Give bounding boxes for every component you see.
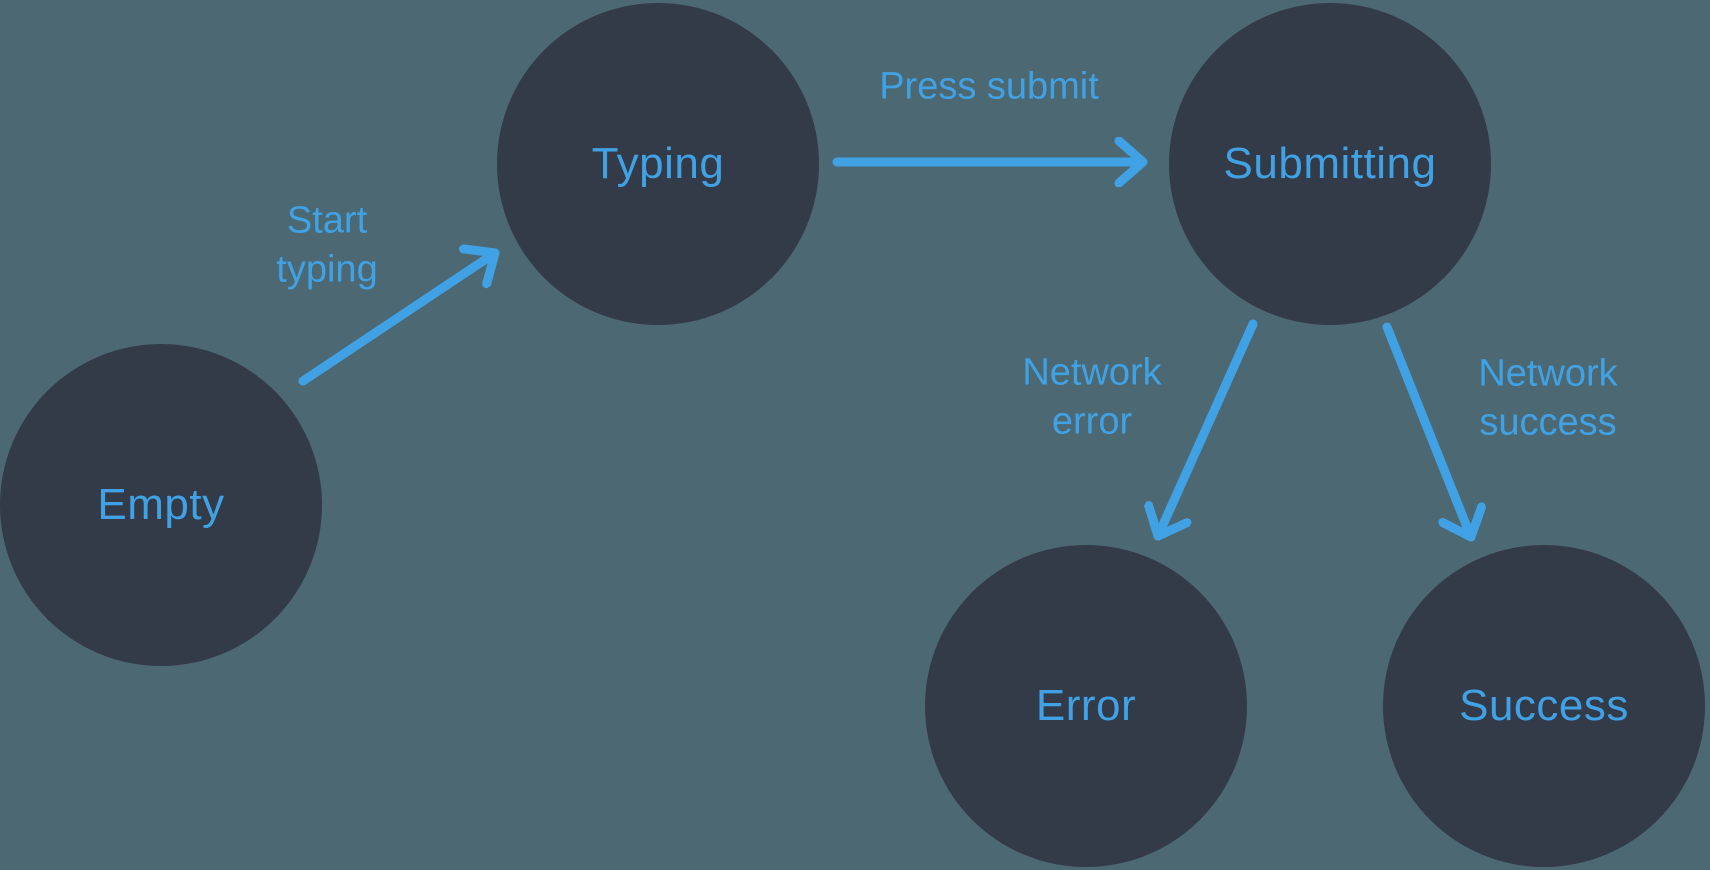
transition-label-press-submit: Press submit: [879, 62, 1099, 111]
state-node-success: Success: [1383, 545, 1705, 867]
state-node-empty: Empty: [0, 344, 322, 666]
state-node-submitting: Submitting: [1169, 3, 1491, 325]
transition-label-start-typing: Start typing: [276, 197, 377, 296]
state-label-typing: Typing: [591, 139, 725, 188]
transition-label-network-error: Network error: [1022, 349, 1161, 448]
transition-label-line: success: [1479, 402, 1617, 444]
transition-label-network-success: Network success: [1478, 350, 1617, 449]
state-node-error: Error: [925, 545, 1247, 867]
state-label-empty: Empty: [97, 480, 225, 529]
state-label-success: Success: [1459, 681, 1629, 730]
transition-label-line: Start: [286, 199, 368, 242]
arrow-network-error: [1158, 319, 1258, 541]
transition-label-line: typing: [276, 249, 378, 291]
state-label-error: Error: [1035, 681, 1137, 730]
state-label-submitting: Submitting: [1223, 139, 1437, 188]
transition-label-line: Network: [1478, 352, 1618, 395]
state-node-typing: Typing: [497, 3, 819, 325]
transition-label-line: Press submit: [879, 65, 1099, 108]
arrow-network-success: [1382, 322, 1471, 542]
transition-label-line: Network: [1022, 351, 1162, 394]
transition-label-line: error: [1051, 401, 1133, 443]
